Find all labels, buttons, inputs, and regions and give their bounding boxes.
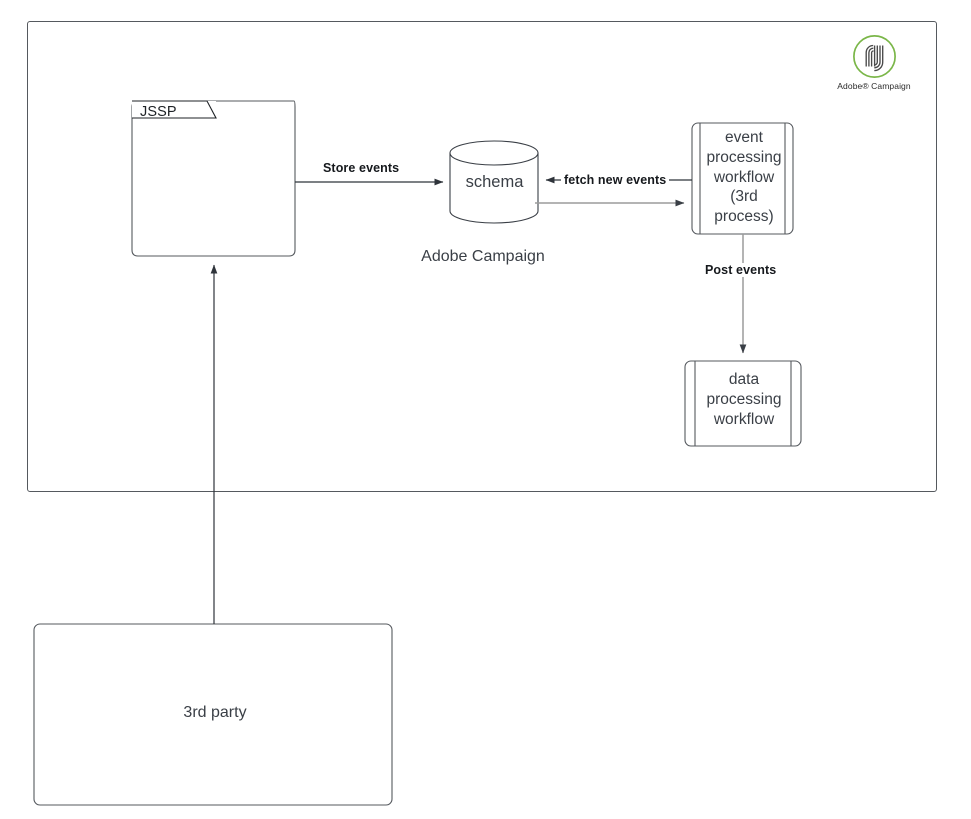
node-data-processing-workflow[interactable] [684, 360, 802, 447]
node-jssp-label: JSSP [140, 104, 177, 120]
node-jssp[interactable] [131, 100, 296, 257]
adobe-campaign-logo-icon [853, 35, 896, 78]
node-schema[interactable] [449, 140, 539, 224]
schema-caption: Adobe Campaign [421, 248, 545, 265]
adobe-campaign-logo-text: Adobe® Campaign [837, 81, 911, 91]
node-event-processing-workflow[interactable] [691, 122, 794, 235]
adobe-campaign-boundary [27, 21, 937, 492]
node-third-party[interactable] [33, 623, 393, 806]
adobe-campaign-logo: Adobe® Campaign [832, 34, 916, 102]
